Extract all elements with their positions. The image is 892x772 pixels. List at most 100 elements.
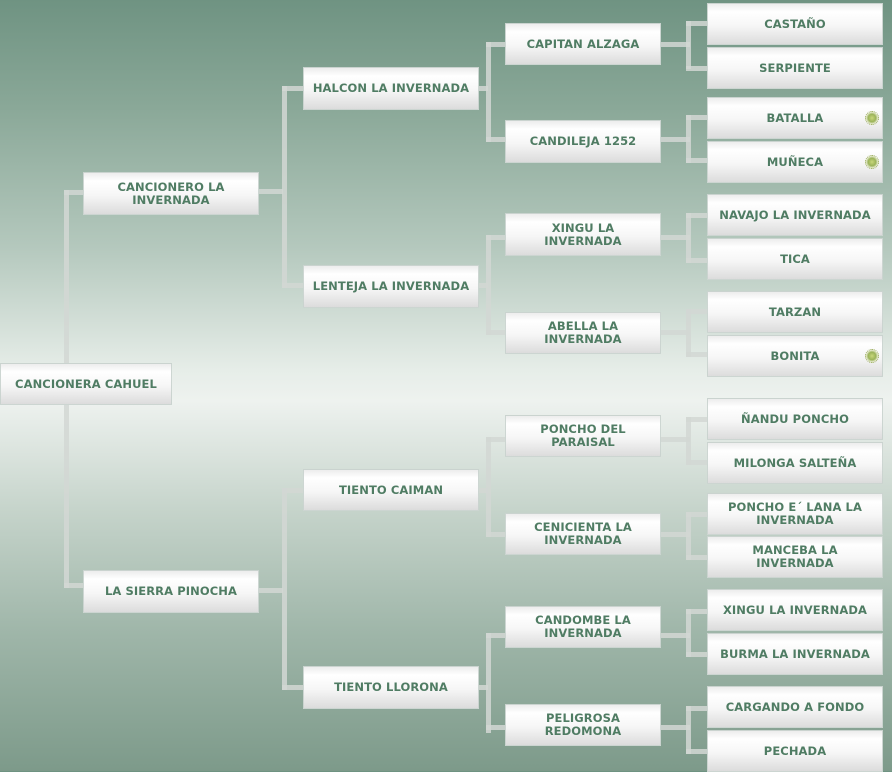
animal-name: BATALLA [766, 110, 824, 125]
connector [478, 685, 488, 690]
connector [660, 137, 690, 142]
animal-name: CANDOMBE LA INVERNADA [535, 613, 631, 640]
award-seal-icon [865, 111, 879, 125]
connector [282, 283, 304, 288]
connector [686, 512, 691, 560]
connector [282, 86, 287, 288]
connector [486, 235, 506, 240]
ancestor-gen4[interactable]: ÑANDU PONCHO [707, 398, 883, 440]
ancestor-gen4[interactable]: PECHADA [707, 730, 883, 772]
connector [686, 309, 708, 314]
connector [660, 42, 690, 47]
connector [282, 488, 304, 493]
ancestor-gen3[interactable]: PONCHO DEL PARAISAL [505, 415, 661, 457]
ancestor-gen4[interactable]: CARGANDO A FONDO [707, 686, 883, 728]
ancestor-gen4[interactable]: TARZAN [707, 291, 883, 333]
ancestor-gen4[interactable]: PONCHO E´ LANA LA INVERNADA [707, 493, 883, 535]
ancestor-gen3[interactable]: CAPITAN ALZAGA [505, 23, 661, 65]
ancestor-gen2[interactable]: LENTEJA LA INVERNADA [303, 265, 479, 308]
connector [486, 330, 506, 335]
connector [686, 609, 708, 614]
animal-name: TIENTO CAIMAN [338, 482, 444, 497]
connector [686, 460, 708, 465]
animal-name: CANDILEJA 1252 [529, 134, 637, 148]
connector [686, 66, 708, 71]
ancestor-gen3[interactable]: ABELLA LA INVERNADA [505, 312, 661, 354]
ancestor-gen4[interactable]: XINGU LA INVERNADA [707, 589, 883, 631]
connector [282, 488, 287, 690]
connector [686, 21, 708, 26]
connector [258, 588, 283, 593]
ancestor-gen3[interactable]: CENICIENTA LA INVERNADA [505, 513, 661, 555]
connector [486, 725, 506, 730]
connector [478, 488, 488, 493]
award-seal-icon [865, 349, 879, 363]
connector [686, 706, 708, 711]
animal-name: CARGANDO A FONDO [725, 699, 865, 714]
sire[interactable]: CANCIONERO LA INVERNADA [83, 172, 259, 215]
dam[interactable]: LA SIERRA PINOCHA [83, 570, 259, 613]
animal-name: LA SIERRA PINOCHA [104, 584, 238, 598]
connector [64, 384, 69, 588]
ancestor-gen3[interactable]: XINGU LA INVERNADA [505, 213, 661, 256]
ancestor-gen3[interactable]: PELIGROSA REDOMONA [505, 704, 661, 746]
connector [64, 190, 84, 195]
ancestor-gen4[interactable]: TICA [707, 238, 883, 280]
ancestor-gen4[interactable]: CASTAÑO [707, 3, 883, 45]
connector [486, 42, 506, 47]
connector [686, 417, 708, 422]
award-seal-icon [865, 155, 879, 169]
animal-name: ÑANDU PONCHO [741, 411, 849, 426]
connector [64, 583, 84, 588]
connector [686, 555, 708, 560]
connector [486, 532, 506, 537]
connector [258, 189, 283, 194]
animal-name: XINGU LA INVERNADA [544, 220, 622, 248]
animal-name: ABELLA LA INVERNADA [544, 319, 622, 346]
ancestor-gen4[interactable]: MILONGA SALTEÑA [707, 442, 883, 484]
connector [686, 213, 691, 263]
animal-name: TIENTO LLORONA [334, 680, 448, 694]
connector [686, 21, 691, 69]
ancestor-gen2[interactable]: HALCON LA INVERNADA [303, 67, 479, 110]
ancestor-gen4[interactable]: MUÑECA [707, 141, 883, 183]
ancestor-gen4[interactable]: SERPIENTE [707, 47, 883, 89]
connector [686, 417, 691, 465]
subject-animal[interactable]: CANCIONERA CAHUEL [0, 363, 172, 405]
animal-name: XINGU LA INVERNADA [722, 602, 868, 617]
connector [282, 86, 304, 91]
connector [64, 190, 69, 384]
animal-name: CENICIENTA LA INVERNADA [534, 520, 632, 547]
ancestor-gen4[interactable]: NAVAJO LA INVERNADA [707, 194, 883, 236]
connector [486, 235, 491, 335]
animal-name: LENTEJA LA INVERNADA [312, 279, 470, 293]
animal-name: PONCHO E´ LANA LA INVERNADA [728, 500, 862, 527]
ancestor-gen3[interactable]: CANDOMBE LA INVERNADA [505, 606, 661, 648]
connector [486, 633, 506, 638]
ancestor-gen4[interactable]: MANCEBA LA INVERNADA [707, 536, 883, 578]
animal-name: MANCEBA LA INVERNADA [752, 543, 838, 570]
ancestor-gen4[interactable]: BONITA [707, 335, 883, 377]
animal-name: CAPITAN ALZAGA [526, 36, 640, 51]
ancestor-gen2[interactable]: TIENTO CAIMAN [303, 469, 479, 511]
animal-name: TICA [780, 251, 810, 266]
connector [660, 633, 690, 638]
ancestor-gen4[interactable]: BATALLA [707, 97, 883, 139]
animal-name: SERPIENTE [759, 60, 831, 75]
ancestor-gen3[interactable]: CANDILEJA 1252 [505, 120, 661, 163]
connector [686, 258, 708, 263]
connector [686, 309, 691, 357]
animal-name: BONITA [770, 348, 820, 363]
animal-name: CANCIONERA CAHUEL [15, 376, 157, 391]
connector [686, 158, 708, 163]
connector [486, 633, 491, 733]
animal-name: CASTAÑO [764, 16, 826, 31]
animal-name: CANCIONERO LA INVERNADA [117, 179, 225, 207]
ancestor-gen4[interactable]: BURMA LA INVERNADA [707, 633, 883, 675]
connector [660, 330, 690, 335]
connector [686, 609, 691, 657]
connector [686, 213, 708, 218]
connector [478, 86, 488, 91]
ancestor-gen2[interactable]: TIENTO LLORONA [303, 666, 479, 709]
animal-name: BURMA LA INVERNADA [720, 646, 870, 661]
